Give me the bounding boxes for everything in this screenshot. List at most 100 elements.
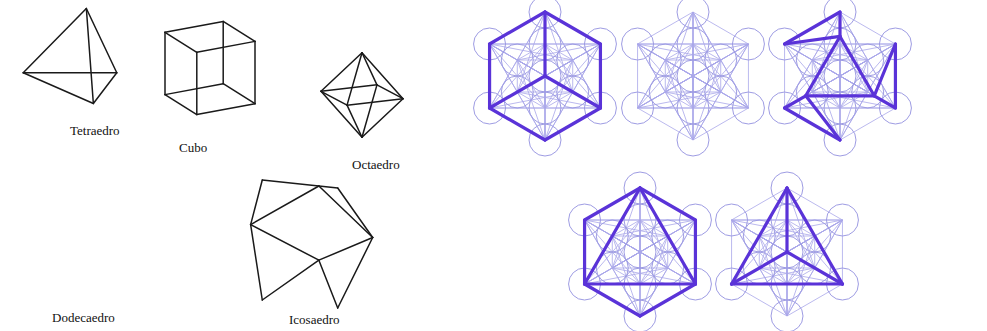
solid-edge bbox=[787, 188, 842, 284]
construction-line bbox=[787, 220, 842, 284]
construction-line bbox=[545, 108, 600, 140]
solid-edge bbox=[165, 21, 223, 32]
solid-edge bbox=[319, 186, 373, 238]
solid-edge bbox=[197, 104, 255, 115]
solid-name: Octaedro bbox=[352, 157, 400, 172]
construction-line bbox=[600, 44, 601, 108]
metatron-cube bbox=[769, 0, 912, 156]
construction-line bbox=[585, 220, 640, 284]
construction-line bbox=[490, 12, 545, 44]
construction-line bbox=[732, 284, 787, 316]
construction-line bbox=[490, 108, 545, 140]
solid-edge bbox=[583, 220, 586, 284]
solid-edge bbox=[254, 41, 256, 103]
solid-edge bbox=[251, 225, 319, 261]
construction-line bbox=[785, 44, 896, 45]
solid-name: Cubo bbox=[179, 140, 207, 155]
construction-line bbox=[787, 188, 788, 252]
construction-circle bbox=[826, 204, 858, 236]
construction-circle bbox=[677, 124, 709, 156]
highlighted-solid bbox=[490, 12, 601, 140]
construction-circle bbox=[705, 44, 737, 76]
construction-circle bbox=[501, 44, 533, 76]
construction-line bbox=[489, 44, 490, 108]
solid-edge bbox=[362, 53, 377, 85]
solid-edge bbox=[319, 238, 373, 261]
solid-name: Tetraedro bbox=[70, 123, 120, 138]
construction-line bbox=[731, 220, 732, 284]
solid-edge bbox=[785, 12, 840, 44]
construction-line bbox=[490, 44, 545, 108]
solid-edge bbox=[347, 105, 362, 137]
construction-circle bbox=[649, 76, 681, 108]
highlighted-solid bbox=[732, 188, 843, 284]
metatron-cube bbox=[569, 172, 712, 331]
solid-edge bbox=[490, 108, 545, 140]
solid-edge bbox=[165, 95, 197, 115]
solid-edge bbox=[251, 186, 319, 225]
solid-edge bbox=[640, 284, 695, 316]
construction-line bbox=[638, 108, 693, 140]
construction-line bbox=[638, 44, 693, 140]
metatron-cube bbox=[622, 0, 765, 156]
solid-edge bbox=[545, 108, 600, 140]
solid-wireframe bbox=[321, 53, 403, 138]
construction-line bbox=[584, 220, 585, 284]
construction-circle bbox=[705, 76, 737, 108]
construction-circle bbox=[677, 92, 709, 124]
construction-line bbox=[545, 44, 600, 108]
construction-line bbox=[638, 44, 749, 108]
solid-edge bbox=[251, 225, 263, 300]
solid-edge bbox=[251, 180, 263, 225]
solid-edge bbox=[86, 9, 116, 73]
solid-edge bbox=[319, 260, 338, 308]
construction-line bbox=[840, 12, 895, 44]
solid-edge bbox=[223, 21, 255, 41]
solid-edge bbox=[806, 94, 875, 97]
solid-name: Icosaedro bbox=[289, 312, 340, 327]
construction-circle bbox=[852, 44, 884, 76]
solid-edge bbox=[262, 180, 319, 186]
metatron-cube bbox=[716, 172, 859, 331]
construction-line bbox=[840, 108, 895, 140]
solid-edge bbox=[23, 73, 93, 104]
construction-line bbox=[787, 284, 842, 316]
construction-circle bbox=[649, 44, 681, 76]
construction-line bbox=[545, 12, 546, 76]
solid-edge bbox=[197, 41, 255, 52]
construction-circle bbox=[771, 300, 803, 331]
construction-line bbox=[693, 12, 748, 44]
solid-edge bbox=[545, 12, 600, 44]
solid-edge bbox=[262, 260, 319, 300]
construction-line bbox=[638, 44, 693, 108]
solid-edge bbox=[362, 85, 377, 137]
construction-line bbox=[638, 44, 749, 108]
construction-line bbox=[693, 108, 748, 140]
construction-line bbox=[693, 44, 748, 108]
construction-line bbox=[638, 44, 749, 45]
construction-line bbox=[637, 44, 638, 108]
construction-line bbox=[640, 284, 695, 316]
solid-edge bbox=[362, 53, 403, 99]
construction-circle bbox=[824, 60, 856, 92]
construction-line bbox=[732, 220, 787, 284]
solid-edge bbox=[222, 21, 224, 83]
solid-edge bbox=[347, 99, 403, 105]
solid-edge bbox=[694, 220, 697, 284]
construction-line bbox=[787, 220, 842, 284]
construction-line bbox=[545, 44, 600, 108]
construction-line bbox=[748, 44, 749, 108]
construction-circle bbox=[677, 60, 709, 92]
construction-line bbox=[732, 284, 843, 285]
solid-edge bbox=[585, 188, 640, 220]
solid-edge bbox=[585, 282, 696, 285]
construction-circle bbox=[677, 28, 709, 60]
solid-edge bbox=[321, 85, 377, 91]
construction-circle bbox=[624, 236, 656, 268]
solid-edge bbox=[585, 284, 640, 316]
solid-edge bbox=[377, 85, 403, 99]
construction-line bbox=[784, 44, 785, 108]
construction-line bbox=[640, 220, 695, 284]
solid-edge bbox=[874, 44, 895, 96]
solid-edge bbox=[165, 32, 197, 52]
